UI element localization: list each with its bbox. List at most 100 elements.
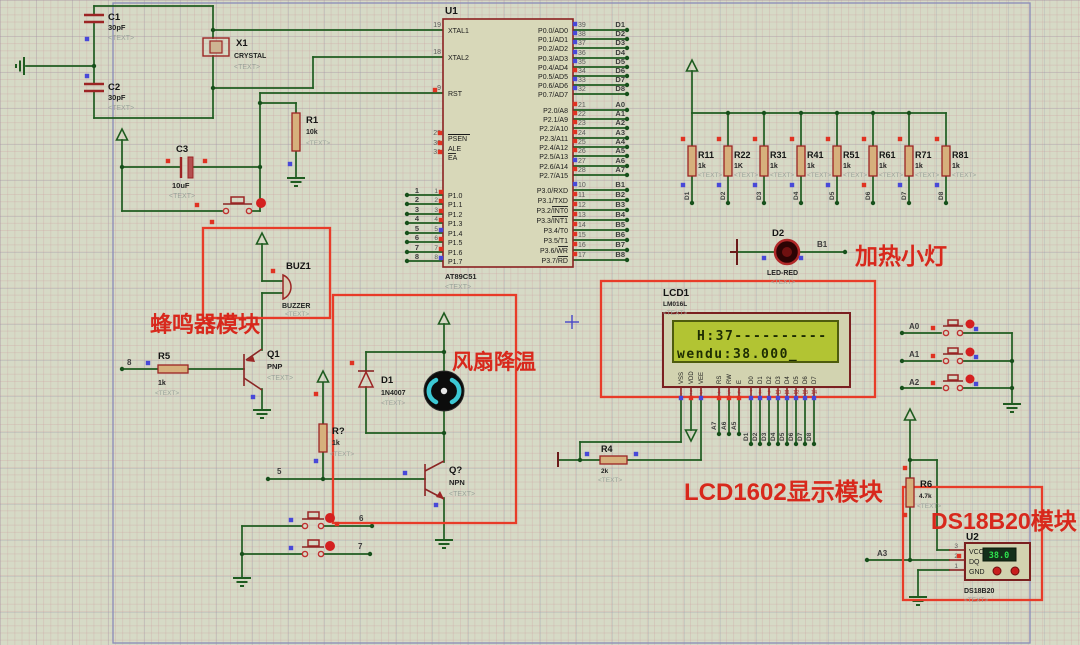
key-a0[interactable] — [942, 319, 975, 337]
svg-text:wendu:38.000_: wendu:38.000_ — [677, 347, 798, 362]
svg-text:E: E — [737, 380, 743, 384]
svg-text:X1: X1 — [236, 38, 248, 49]
svg-text:4: 4 — [717, 390, 720, 396]
svg-text:36: 36 — [578, 50, 586, 57]
svg-text:10: 10 — [578, 182, 586, 189]
svg-text:31: 31 — [433, 149, 441, 156]
sheet-border — [112, 2, 1031, 644]
fan-motor[interactable] — [423, 370, 465, 412]
svg-text:5: 5 — [277, 467, 282, 476]
svg-text:<TEXT>: <TEXT> — [306, 140, 330, 147]
svg-text:9: 9 — [437, 85, 441, 92]
svg-text:1k: 1k — [915, 163, 923, 170]
mcu-u1[interactable]: U1AT89C51<TEXT>XTAL1XTAL2RSTPSENALEEAP1.… — [433, 6, 586, 291]
transistor-q2[interactable]: Q?NPN<TEXT> — [424, 460, 475, 500]
svg-text:R31: R31 — [770, 150, 787, 160]
svg-text:D1: D1 — [758, 376, 764, 384]
svg-text:D6: D6 — [803, 376, 809, 384]
svg-text:XTAL2: XTAL2 — [448, 55, 469, 62]
svg-text:3: 3 — [415, 205, 419, 214]
svg-text:5: 5 — [727, 390, 730, 396]
svg-text:37: 37 — [578, 40, 586, 47]
svg-text:D3: D3 — [761, 432, 768, 441]
svg-text:VSS: VSS — [679, 372, 685, 384]
svg-text:RS: RS — [717, 376, 723, 384]
svg-text:D4: D4 — [785, 376, 791, 384]
svg-text:12: 12 — [793, 390, 799, 396]
svg-text:16: 16 — [578, 242, 586, 249]
module-frame-buzzer — [201, 226, 332, 320]
svg-text:6: 6 — [415, 233, 419, 242]
resistor-r6[interactable]: R64.7k<TEXT> — [905, 477, 941, 510]
svg-text:3: 3 — [434, 207, 438, 214]
svg-text:1K: 1K — [734, 163, 743, 170]
svg-text:U1: U1 — [445, 6, 458, 17]
svg-text:P3.1/TXD: P3.1/TXD — [538, 198, 568, 205]
ground-terminals[interactable] — [15, 57, 1021, 606]
svg-text:DS18B20: DS18B20 — [964, 588, 994, 595]
label-heating-led: 加热小灯 — [854, 243, 947, 269]
svg-text:DQ: DQ — [969, 559, 980, 566]
svg-text:P2.7/A15: P2.7/A15 — [539, 173, 568, 180]
svg-text:D5: D5 — [779, 432, 786, 441]
svg-text:D6: D6 — [615, 66, 625, 75]
svg-text:3: 3 — [954, 543, 958, 550]
svg-text:B2: B2 — [615, 190, 625, 199]
fan-key-2[interactable] — [301, 539, 335, 558]
svg-text:1k: 1k — [770, 163, 778, 170]
module-frame-fan — [331, 293, 518, 525]
svg-text:2: 2 — [415, 195, 419, 204]
svg-text:B1: B1 — [817, 240, 828, 249]
svg-text:A6: A6 — [615, 156, 625, 165]
svg-text:1: 1 — [434, 188, 438, 195]
key-a1[interactable] — [942, 347, 975, 365]
svg-text:P0.4/AD4: P0.4/AD4 — [538, 65, 568, 72]
svg-text:D8: D8 — [938, 191, 945, 200]
svg-text:R61: R61 — [879, 150, 896, 160]
svg-text:R5: R5 — [158, 351, 171, 362]
reset-button[interactable] — [222, 196, 266, 215]
svg-text:<TEXT>: <TEXT> — [285, 311, 309, 318]
svg-text:PSEN: PSEN — [448, 136, 467, 143]
svg-text:A3: A3 — [615, 128, 625, 137]
svg-text:XTAL1: XTAL1 — [448, 28, 469, 35]
svg-text:A7: A7 — [711, 421, 718, 430]
key-a2[interactable] — [942, 374, 975, 392]
svg-text:P0.6/AD6: P0.6/AD6 — [538, 83, 568, 90]
fan-key-1[interactable] — [301, 511, 335, 530]
origin-marker — [565, 315, 579, 329]
svg-text:<TEXT>: <TEXT> — [155, 390, 179, 397]
svg-text:1k: 1k — [879, 163, 887, 170]
svg-text:P3.3/INT1: P3.3/INT1 — [536, 218, 568, 225]
svg-text:35: 35 — [578, 59, 586, 66]
svg-text:<TEXT>: <TEXT> — [445, 284, 471, 291]
svg-text:18: 18 — [433, 49, 441, 56]
svg-text:P2.3/A11: P2.3/A11 — [540, 136, 568, 143]
pullup-resistor-array[interactable]: R111k<TEXT>R221K<TEXT>R311k<TEXT>R411k<T… — [687, 145, 976, 179]
svg-text:P2.0/A8: P2.0/A8 — [543, 108, 568, 115]
svg-text:34: 34 — [578, 68, 586, 75]
svg-text:R22: R22 — [734, 150, 751, 160]
wiring[interactable] — [25, 5, 1015, 598]
lcd1-display[interactable]: H:37----------wendu:38.000_LCD1LM016L<TE… — [662, 288, 851, 399]
resistor-rq[interactable]: R?1k<TEXT> — [318, 423, 354, 458]
svg-text:D5: D5 — [794, 376, 800, 384]
svg-text:P1.0: P1.0 — [448, 193, 463, 200]
svg-text:D8: D8 — [615, 84, 625, 93]
power-terminals[interactable] — [115, 58, 917, 443]
svg-text:14: 14 — [811, 390, 817, 396]
